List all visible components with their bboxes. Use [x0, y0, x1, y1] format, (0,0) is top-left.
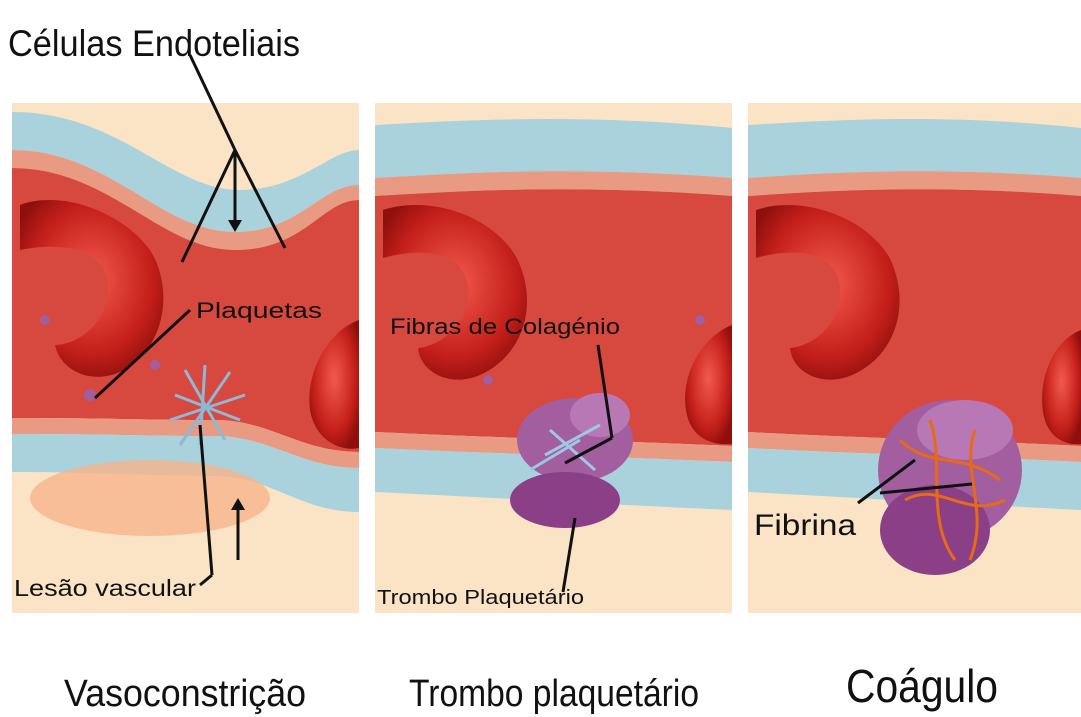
label-platelet-plug: Trombo Plaquetário [377, 587, 584, 609]
injury-bleed [30, 460, 270, 536]
platelet [150, 360, 160, 370]
vessel-wall-top [748, 119, 1081, 178]
platelet [483, 375, 493, 385]
label-vascular-injury: Lesão vascular [14, 575, 196, 601]
platelet [40, 315, 50, 325]
label-collagen-fibers: Fibras de Colagénio [390, 314, 620, 339]
panel-title-clot: Coágulo [846, 660, 998, 712]
label-endothelial-cells: Células Endoteliais [8, 23, 300, 64]
platelet [84, 389, 96, 401]
platelet [695, 315, 705, 325]
vessel-wall-top [375, 119, 732, 178]
label-platelets: Plaquetas [196, 298, 322, 323]
label-fibrin: Fibrina [754, 509, 856, 542]
panel-vasoconstriction [12, 103, 359, 613]
panel-platelet-plug [375, 103, 732, 613]
panel-title-platelet-plug: Trombo plaquetário [409, 673, 699, 715]
panel-title-vasoconstriction: Vasoconstrição [64, 673, 306, 715]
